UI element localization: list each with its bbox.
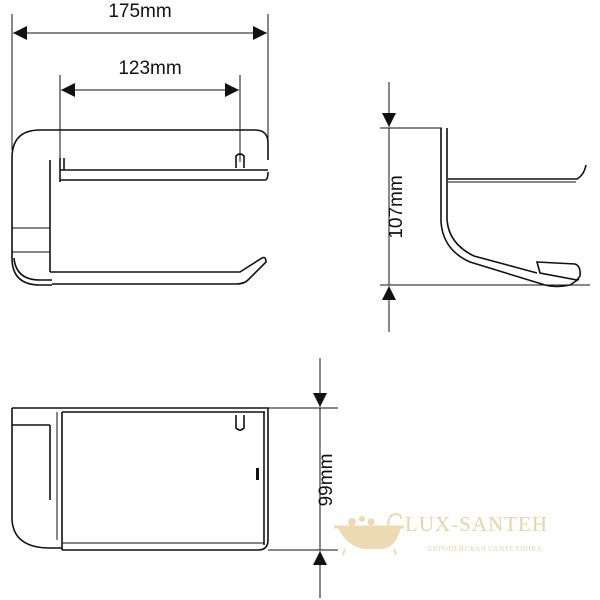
watermark-brand: LUX-SANTEH — [405, 512, 548, 536]
front-top-edge — [40, 129, 269, 160]
side-profile-inner — [446, 128, 538, 274]
watermark: LUX-SANTEH ЕВРОПЕЙСКАЯ САНТЕХНИКА — [334, 512, 548, 556]
watermark-tagline: ЕВРОПЕЙСКАЯ САНТЕХНИКА — [428, 545, 542, 553]
dimension-label-height: 107mm — [386, 175, 407, 238]
dimension-label-overall-width: 175mm — [108, 1, 171, 22]
top-arm-notch — [235, 153, 245, 168]
side-top-arm — [448, 164, 587, 180]
top-view: 99mm — [11, 358, 338, 598]
dimension-label-inner-width: 123mm — [118, 58, 181, 79]
side-profile-outer — [440, 128, 580, 288]
front-left-edge — [11, 129, 52, 286]
top-view-outline — [12, 407, 269, 551]
side-view: 107mm — [380, 82, 590, 332]
front-view: 175mm 123mm — [11, 1, 269, 286]
wall-plate-bottom-curve — [13, 257, 52, 281]
lower-arm — [50, 256, 267, 285]
top-view-notch — [235, 415, 245, 431]
dimension-label-depth: 99mm — [316, 454, 337, 507]
side-roll-holder-tip — [535, 261, 581, 281]
top-arm-tip — [264, 171, 269, 181]
bathtub-logo-icon — [334, 512, 404, 556]
top-view-wall-plate — [11, 408, 62, 549]
top-view-marker — [256, 468, 259, 480]
